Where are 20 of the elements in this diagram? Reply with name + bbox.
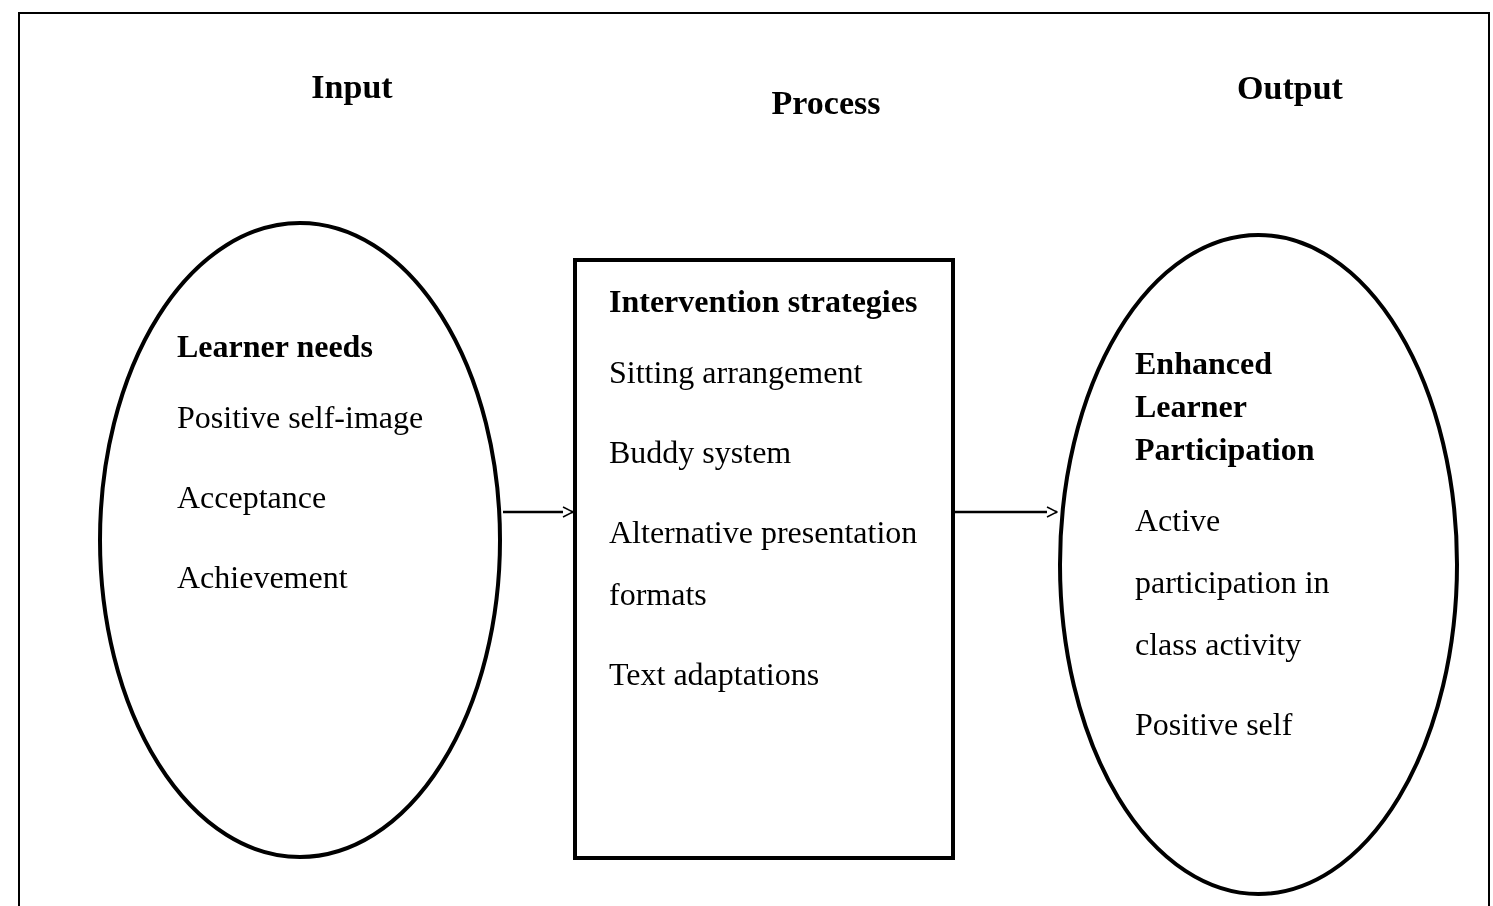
node-heading: Intervention strategies bbox=[609, 282, 919, 321]
column-heading: Process bbox=[771, 86, 881, 120]
node-text: Text adaptations bbox=[609, 655, 821, 694]
ellipse-node bbox=[97, 220, 503, 860]
node-text: Buddy system bbox=[609, 433, 793, 472]
node-text: Acceptance bbox=[177, 478, 328, 517]
node-heading: Enhanced Learner Participation bbox=[1135, 344, 1316, 469]
process-box bbox=[573, 258, 955, 860]
node-text: Positive self bbox=[1135, 705, 1294, 744]
column-heading: Input bbox=[311, 70, 393, 104]
arrow bbox=[503, 506, 574, 518]
ellipse-node bbox=[1057, 232, 1460, 897]
node-text: Sitting arrangement bbox=[609, 353, 864, 392]
node-heading: Learner needs bbox=[177, 327, 374, 366]
node-text: Achievement bbox=[177, 558, 349, 597]
node-text: Active participation in class activity bbox=[1135, 501, 1331, 664]
node-text: Positive self-image bbox=[177, 398, 425, 437]
column-heading: Output bbox=[1237, 71, 1343, 105]
arrow bbox=[955, 506, 1058, 518]
node-text: Alternative presentation formats bbox=[609, 513, 919, 614]
